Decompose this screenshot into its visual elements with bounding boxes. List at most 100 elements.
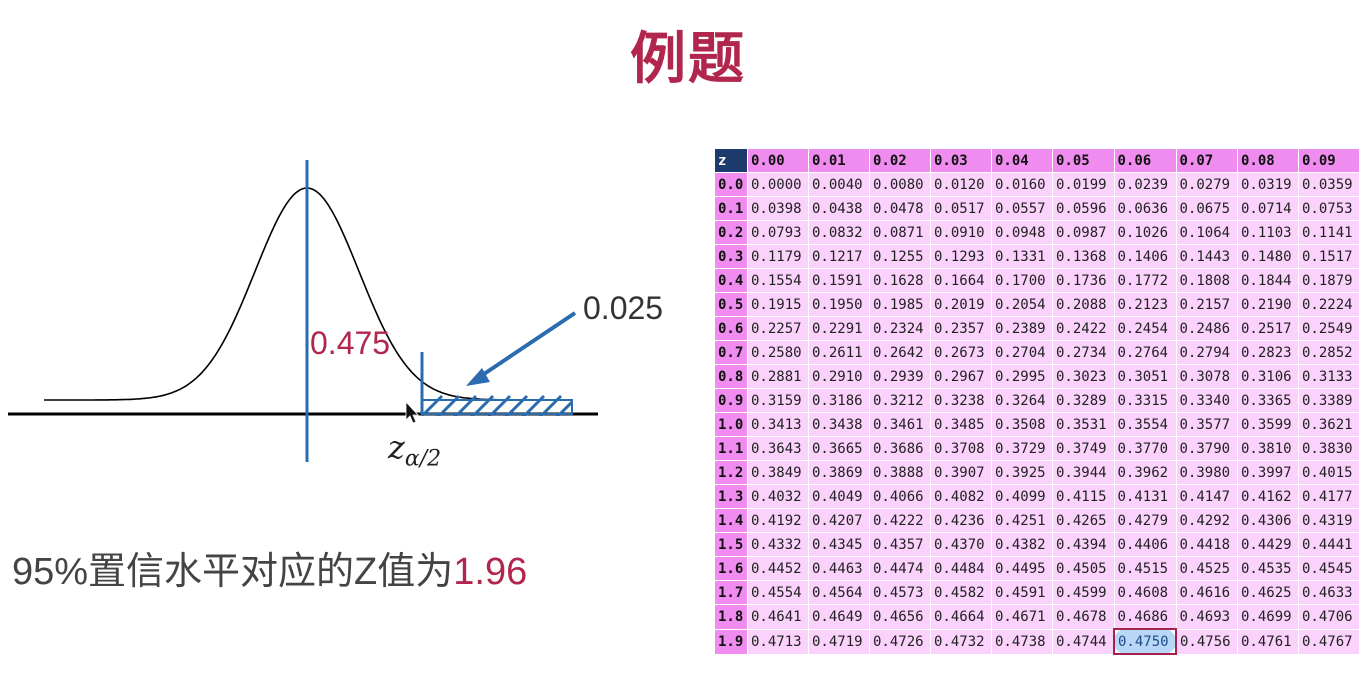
conclusion-text: 95%置信水平对应的Z值为1.96	[12, 540, 527, 595]
table-cell: 0.1772	[1113, 268, 1177, 293]
table-cell: 0.4099	[991, 484, 1053, 509]
highlighted-cell: 0.4750	[1113, 628, 1177, 655]
table-cell: 0.2881	[747, 364, 809, 389]
table-cell: 0.3708	[930, 436, 992, 461]
table-cell: 0.3749	[1052, 436, 1115, 461]
table-cell: 0.0319	[1237, 172, 1299, 197]
table-cell: 0.2486	[1175, 316, 1238, 341]
table-cell: 0.3159	[747, 388, 809, 413]
table-cell: 0.2611	[808, 340, 870, 365]
table-cell: 0.4744	[1052, 628, 1115, 655]
table-cell: 0.4693	[1175, 604, 1238, 630]
hatch-line	[422, 394, 444, 416]
table-cell: 0.4686	[1113, 604, 1177, 630]
table-cell: 0.1517	[1298, 244, 1360, 269]
table-cell: 0.3962	[1113, 460, 1177, 485]
table-cell: 0.2224	[1298, 292, 1360, 317]
table-cell: 0.3508	[991, 412, 1053, 437]
table-cell: 0.4319	[1298, 508, 1360, 533]
table-cell: 0.1293	[930, 244, 992, 269]
table-cell: 0.4177	[1298, 484, 1360, 509]
table-cell: 0.4441	[1298, 532, 1360, 557]
column-header: 0.03	[930, 148, 992, 173]
row-header: 0.2	[714, 220, 748, 245]
table-cell: 0.3461	[869, 412, 931, 437]
table-cell: 0.2088	[1052, 292, 1115, 317]
table-cell: 0.4545	[1298, 556, 1360, 581]
table-cell: 0.0557	[991, 196, 1053, 221]
table-cell: 0.4564	[808, 580, 870, 605]
table-cell: 0.1141	[1298, 220, 1360, 245]
table-cell: 0.3686	[869, 436, 931, 461]
table-cell: 0.4236	[930, 508, 992, 533]
table-cell: 0.2054	[991, 292, 1053, 317]
table-cell: 0.4251	[991, 508, 1053, 533]
table-cell: 0.1179	[747, 244, 809, 269]
table-cell: 0.4525	[1175, 556, 1238, 581]
row-header: 1.8	[714, 604, 748, 630]
table-cell: 0.4292	[1175, 508, 1238, 533]
table-cell: 0.0359	[1298, 172, 1360, 197]
row-header: 1.5	[714, 532, 748, 557]
table-cell: 0.3340	[1175, 388, 1238, 413]
table-cell: 0.2673	[930, 340, 992, 365]
z-subscript: α/2	[404, 446, 442, 472]
table-cell: 0.4699	[1237, 604, 1299, 630]
table-cell: 0.4370	[930, 532, 992, 557]
tail-hatching	[422, 394, 572, 416]
table-cell: 0.0714	[1237, 196, 1299, 221]
table-cell: 0.3790	[1175, 436, 1238, 461]
table-cell: 0.3078	[1175, 364, 1238, 389]
table-cell: 0.4706	[1298, 604, 1360, 630]
table-cell: 0.4429	[1237, 532, 1299, 557]
table-cell: 0.4131	[1113, 484, 1177, 509]
table-cell: 0.4608	[1113, 580, 1177, 605]
column-header: 0.08	[1237, 148, 1299, 173]
table-cell: 0.0160	[991, 172, 1053, 197]
table-cell: 0.1064	[1175, 220, 1238, 245]
table-cell: 0.4406	[1113, 532, 1177, 557]
table-cell: 0.4726	[869, 628, 931, 655]
table-cell: 0.0080	[869, 172, 931, 197]
row-header: 1.6	[714, 556, 748, 581]
table-cell: 0.0910	[930, 220, 992, 245]
table-cell: 0.4554	[747, 580, 809, 605]
table-cell: 0.3944	[1052, 460, 1115, 485]
table-cell: 0.2190	[1237, 292, 1299, 317]
hatch-line	[521, 394, 546, 416]
table-cell: 0.2324	[869, 316, 931, 341]
table-cell: 0.4474	[869, 556, 931, 581]
table-cell: 0.1480	[1237, 244, 1299, 269]
table-cell: 0.1808	[1175, 268, 1238, 293]
table-cell: 0.4732	[930, 628, 992, 655]
table-cell: 0.3264	[991, 388, 1053, 413]
table-cell: 0.3238	[930, 388, 992, 413]
table-cell: 0.4015	[1298, 460, 1360, 485]
center-area-label: 0.475	[310, 325, 391, 361]
row-header: 1.2	[714, 460, 748, 485]
table-cell: 0.3133	[1298, 364, 1360, 389]
table-cell: 0.0239	[1113, 172, 1177, 197]
table-cell: 0.2454	[1113, 316, 1177, 341]
row-header: 1.1	[714, 436, 748, 461]
table-cell: 0.1554	[747, 268, 809, 293]
table-cell: 0.2764	[1113, 340, 1177, 365]
table-cell: 0.3023	[1052, 364, 1115, 389]
table-cell: 0.2257	[747, 316, 809, 341]
table-cell: 0.4192	[747, 508, 809, 533]
table-cell: 0.4656	[869, 604, 931, 630]
row-header: 0.9	[714, 388, 748, 413]
row-header: 0.1	[714, 196, 748, 221]
row-header: 1.3	[714, 484, 748, 509]
table-cell: 0.1664	[930, 268, 992, 293]
hatch-line	[555, 399, 572, 416]
table-cell: 0.4162	[1237, 484, 1299, 509]
table-cell: 0.3869	[808, 460, 870, 485]
table-cell: 0.3106	[1237, 364, 1299, 389]
